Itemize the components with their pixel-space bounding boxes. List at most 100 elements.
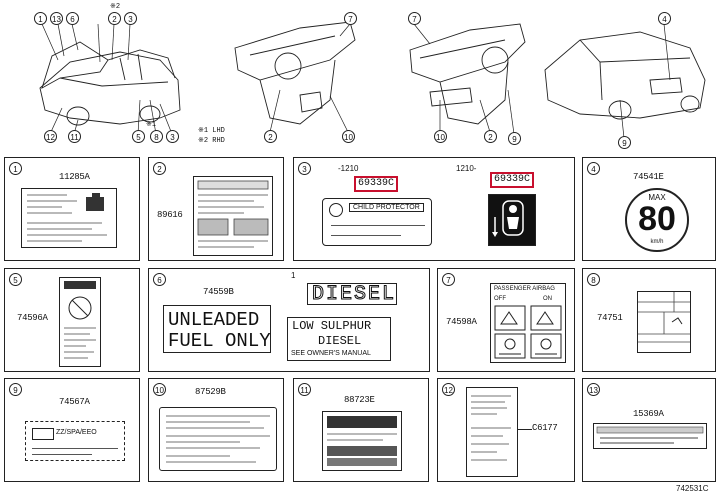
panel-10: 10 87529B	[148, 378, 284, 482]
label-74596a	[59, 277, 101, 367]
panel-number: 5	[9, 273, 22, 286]
diagram-code: 742531C	[676, 484, 709, 493]
label-74751	[637, 291, 691, 353]
dashboard-lhd-illustration	[234, 21, 356, 125]
callout-10-car3: 10	[434, 130, 447, 143]
legend-rhd: ※2 RHD	[198, 137, 225, 145]
range-right: 1210-	[456, 164, 477, 173]
callout-2-car2: 2	[264, 130, 277, 143]
panel-3: 3 -1210 1210- 69339C 69339C CHILD PROTEC…	[293, 157, 575, 261]
callout-2-car3: 2	[484, 130, 497, 143]
panel-5: 5 74596A	[4, 268, 140, 372]
airbag-title: PASSENGER AIRBAG	[494, 286, 555, 292]
part-number: 87529B	[195, 387, 226, 397]
callout-7-car2: 7	[344, 12, 357, 25]
passenger-airbag-label: PASSENGER AIRBAG OFF ON	[490, 283, 566, 363]
diesel-label: DIESEL	[307, 283, 397, 307]
label-74567a: ZZ/SPA/EEO	[25, 421, 125, 461]
speed-unit: km/h	[650, 239, 664, 245]
label-artwork	[197, 180, 269, 248]
label-artwork	[471, 395, 511, 461]
callout-9-car3: 9	[508, 132, 521, 145]
child-protector-text: CHILD PROTECTOR	[349, 203, 424, 212]
panel-number: 11	[298, 383, 311, 396]
panel-number: 2	[153, 162, 166, 175]
vehicle-illustrations	[39, 21, 706, 139]
panel-11: 11 88723E	[293, 378, 429, 482]
panel-4: 4 74541E MAX 80 km/h	[582, 157, 716, 261]
part-number-right: 69339C	[490, 172, 534, 188]
color-swatch	[32, 428, 54, 440]
panel-number: 9	[9, 383, 22, 396]
part-number: 74567A	[59, 397, 90, 407]
callout-9-car4: 9	[618, 136, 631, 149]
panel-number: 12	[442, 383, 455, 396]
panel-7: 7 74598A PASSENGER AIRBAG OFF ON	[437, 268, 575, 372]
callout-11: 11	[68, 130, 81, 143]
car-open-hood-illustration	[39, 41, 181, 126]
car-rear-illustration	[544, 31, 706, 120]
max-text: MAX	[648, 193, 666, 202]
part-number-left: 69339C	[354, 176, 398, 192]
diesel-small-text: DIESEL	[318, 334, 362, 348]
part-number: 74559B	[203, 287, 234, 297]
panel-2: 2 89616	[148, 157, 284, 261]
panel-number: 6	[153, 273, 166, 286]
child-seat-icon	[492, 200, 524, 237]
part-number: 15369A	[633, 409, 664, 419]
part-number: 89616	[157, 210, 183, 220]
panel-mark: 1	[291, 271, 296, 280]
child-seat-pictogram	[488, 194, 536, 246]
legend-lhd: ※1 LHD	[198, 127, 225, 135]
callout-10-car2: 10	[342, 130, 355, 143]
panel-number: 4	[587, 162, 600, 175]
panel-9: 9 74567A ZZ/SPA/EEO	[4, 378, 140, 482]
asterisk-2-top: ※2	[110, 3, 121, 11]
diesel-text: DIESEL	[311, 283, 397, 307]
on-text: ON	[543, 296, 552, 302]
callout-2: 2	[108, 12, 121, 25]
see-manual-text: SEE OWNER'S MANUAL	[291, 350, 371, 357]
low-sulphur-text: LOW SULPHUR	[292, 319, 372, 333]
panel-number: 7	[442, 273, 455, 286]
off-text: OFF	[494, 296, 506, 302]
panel-12: 12 C6177	[437, 378, 575, 482]
panel-6: 6 1 74559B UNLEADED FUEL ONLY DIESEL LOW…	[148, 268, 430, 372]
panel-number: 10	[153, 383, 166, 396]
part-number: 74598A	[446, 317, 477, 327]
part-number: C6177	[532, 423, 558, 433]
callout-3: 3	[124, 12, 137, 25]
callout-13: 13	[50, 12, 63, 25]
panel-number: 13	[587, 383, 600, 396]
callout-5: 5	[132, 130, 145, 143]
callout-12: 12	[44, 130, 57, 143]
range-left: -1210	[338, 164, 359, 173]
unleaded-line2: FUEL ONLY	[168, 330, 271, 352]
panel-8: 8 74751	[582, 268, 716, 372]
callout-7-car3: 7	[408, 12, 421, 25]
speed-value: 80	[638, 200, 676, 238]
callout-4-car4: 4	[658, 12, 671, 25]
label-artwork	[327, 416, 397, 466]
label-89616	[193, 176, 273, 256]
callout-6: 6	[66, 12, 79, 25]
label-artwork	[27, 193, 107, 242]
code-text: ZZ/SPA/EEO	[56, 429, 97, 436]
label-artwork	[64, 281, 96, 359]
label-87529b	[159, 407, 277, 471]
part-number: 74596A	[17, 313, 48, 323]
callout-3b: 3	[166, 130, 179, 143]
label-11285a	[21, 188, 117, 248]
part-number: 74751	[597, 313, 623, 323]
asterisk-1-bottom: ※1	[146, 121, 157, 129]
child-protector-label: CHILD PROTECTOR	[322, 198, 432, 246]
part-number: 88723E	[344, 395, 375, 405]
airbag-pictograms	[494, 305, 562, 359]
panel-number: 3	[298, 162, 311, 175]
label-88723e	[322, 411, 402, 471]
speed-limit-sign: MAX 80 km/h	[625, 188, 689, 252]
unleaded-fuel-label: UNLEADED FUEL ONLY	[163, 305, 271, 353]
dashboard-rhd-illustration	[409, 23, 526, 125]
panel-number: 1	[9, 162, 22, 175]
label-15369a	[593, 423, 707, 449]
